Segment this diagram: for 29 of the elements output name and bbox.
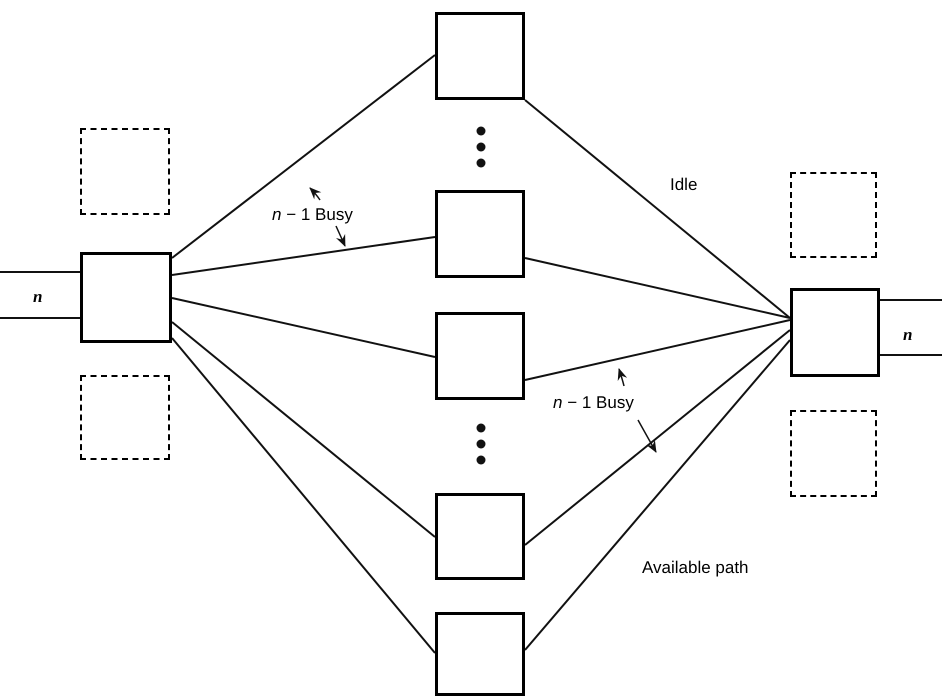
- spare-switch-box: [80, 128, 170, 215]
- line-count-label: n: [33, 286, 42, 308]
- switch-box: [435, 12, 525, 100]
- connection-line: [880, 299, 942, 301]
- connection-line: [880, 354, 942, 356]
- spare-switch-box: [790, 172, 877, 258]
- switch-box: [435, 190, 525, 278]
- switch-box: [435, 493, 525, 580]
- connection-line: [524, 329, 791, 546]
- connection-line: [171, 321, 436, 538]
- connection-line: [0, 271, 80, 273]
- connection-line: [0, 317, 80, 319]
- connection-line: [524, 339, 791, 651]
- connection-line: [524, 319, 790, 381]
- line-count-label: n: [903, 324, 912, 346]
- switch-box: [80, 252, 172, 343]
- connection-line: [172, 236, 436, 276]
- spare-switch-box: [80, 375, 170, 460]
- switch-box: [790, 288, 880, 377]
- angle-label: n − 1 Busy: [272, 204, 353, 226]
- connection-line: [524, 99, 791, 319]
- spare-switch-box: [790, 410, 877, 497]
- connection-line: [172, 297, 436, 358]
- connection-line: [524, 257, 790, 319]
- connection-line: [171, 54, 436, 259]
- connection-line: [171, 337, 436, 654]
- switch-box: [435, 612, 525, 696]
- switch-box: [435, 312, 525, 400]
- angle-label: n − 1 Busy: [553, 392, 634, 414]
